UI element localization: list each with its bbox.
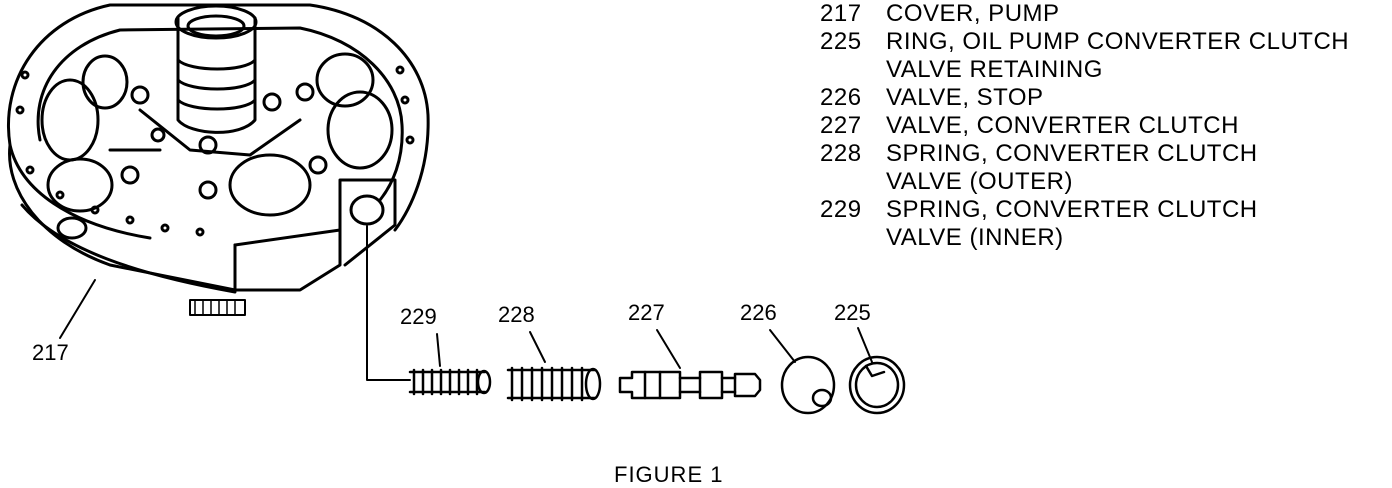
- callout-229: 229: [400, 304, 437, 329]
- legend-description: COVER, PUMP: [886, 0, 1060, 27]
- legend-row: 229 SPRING, CONVERTER CLUTCH VALVE (INNE…: [820, 196, 1349, 252]
- callout-226: 226: [740, 300, 777, 325]
- legend-number: 228: [820, 140, 862, 167]
- inner-spring-illustration: [408, 333, 492, 396]
- legend-number: 217: [820, 0, 862, 27]
- legend-row: 217 COVER, PUMP: [820, 0, 1349, 28]
- legend-row: 228 SPRING, CONVERTER CLUTCH VALVE (OUTE…: [820, 140, 1349, 196]
- legend-description: VALVE, STOP: [886, 84, 1044, 111]
- converter-clutch-valve-illustration: [618, 329, 762, 400]
- legend-row: 226 VALVE, STOP: [820, 84, 1349, 112]
- outer-spring-illustration: [506, 331, 602, 402]
- legend-row: 225 RING, OIL PUMP CONVERTER CLUTCH VALV…: [820, 28, 1349, 84]
- legend-number: 226: [820, 84, 862, 111]
- stop-valve-illustration: [769, 329, 836, 415]
- legend-description: SPRING, CONVERTER CLUTCH VALVE (OUTER): [886, 140, 1258, 195]
- pump-cover-illustration: [7, 3, 430, 339]
- callout-225: 225: [834, 300, 871, 325]
- legend-description: SPRING, CONVERTER CLUTCH VALVE (INNER): [886, 196, 1258, 251]
- callout-228: 228: [498, 302, 535, 327]
- parts-legend: 217 COVER, PUMP 225 RING, OIL PUMP CONVE…: [820, 0, 1349, 252]
- callout-217: 217: [32, 340, 69, 365]
- legend-description: RING, OIL PUMP CONVERTER CLUTCH VALVE RE…: [886, 28, 1350, 83]
- legend-row: 227 VALVE, CONVERTER CLUTCH: [820, 112, 1349, 140]
- bore-leader-line: [366, 225, 411, 381]
- figure-caption: FIGURE 1: [614, 462, 724, 487]
- legend-number: 227: [820, 112, 862, 139]
- retaining-ring-illustration: [848, 327, 906, 415]
- legend-number: 225: [820, 28, 862, 55]
- legend-description: VALVE, CONVERTER CLUTCH: [886, 112, 1239, 139]
- legend-number: 229: [820, 196, 862, 223]
- callout-227: 227: [628, 300, 665, 325]
